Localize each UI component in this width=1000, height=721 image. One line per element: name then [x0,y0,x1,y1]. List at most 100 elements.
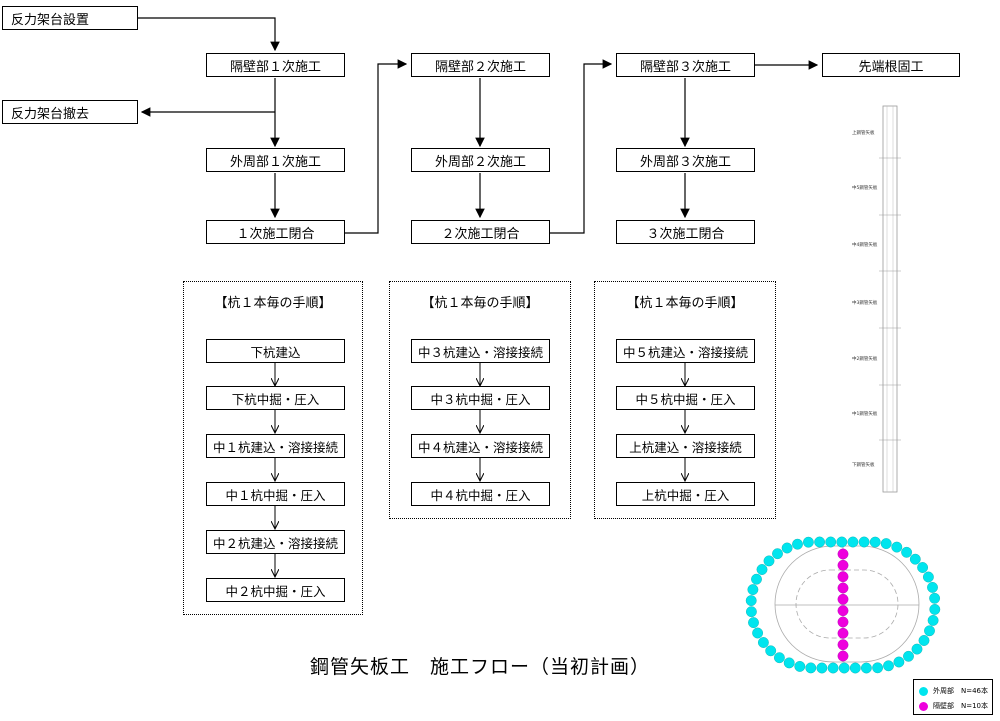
outer-pile [747,584,759,595]
outer-pile [883,660,894,672]
outer-pile [923,571,934,583]
outer-pile [918,635,930,646]
bulkhead-2nd-label: 隔壁部２次施工 [434,59,526,75]
outer-1st-box: 外周部１次施工 [206,148,345,172]
bulkhead-pile [837,639,849,651]
pile-segment-label: 中5鋼管矢板 [852,186,878,191]
closure-2nd-label: ２次施工閉合 [441,226,520,242]
group-2-step: 中４杭中掘・圧入 [411,482,550,506]
pile-procedure-group-2 [389,281,571,519]
outer-pile [763,555,775,567]
closure-3rd-box: ３次施工閉合 [616,220,755,244]
outer-pile [756,564,768,575]
closure-2nd-box: ２次施工閉合 [411,220,550,244]
bulkhead-pile [837,605,849,617]
outer-pile [929,592,940,604]
outer-2nd-label: 外周部２次施工 [434,154,526,170]
group-2-step: 中４杭建込・溶接接続 [411,434,550,458]
outer-1st-label: 外周部１次施工 [229,154,321,170]
pile-segment-label: 中1鋼管矢板 [852,412,878,417]
group-2-step-label: 中３杭建込・溶接接続 [417,344,543,360]
reaction-frame-removal-label: 反力架台撤去 [11,106,90,122]
group-1-step: 下杭中掘・圧入 [206,386,345,410]
reaction-frame-setup-label: 反力架台設置 [11,12,90,28]
group-1-step-label: 中１杭中掘・圧入 [225,487,326,503]
outer-pile [911,643,923,655]
outer-pile [901,546,912,558]
bulkhead-pile [837,559,849,571]
outer-3rd-box: 外周部３次施工 [616,148,755,172]
outer-pile [891,541,903,553]
group-1-step: 中２杭建込・溶接接続 [206,530,345,554]
closure-1st-box: １次施工閉合 [206,220,345,244]
bulkhead-pile [837,650,849,662]
outer-pile [783,657,795,669]
bulkhead-pile [837,616,849,628]
group-3-step: 上杭建込・溶接接続 [616,434,755,458]
pile-segment-label: 中3鋼管矢板 [852,301,878,306]
legend-outer-label: 外周部 N=46本 [933,687,989,695]
pile-segment-label: 中4鋼管矢板 [852,243,878,248]
reaction-frame-setup-box: 反力架台設置 [2,6,138,30]
bulkhead-3rd-box: 隔壁部３次施工 [616,53,755,77]
outer-pile-group [745,536,941,674]
outer-pile [893,656,905,668]
group-1-step: 中１杭中掘・圧入 [206,482,345,506]
outer-pile [746,606,757,618]
outer-pile [917,562,928,573]
group-3-heading: 【杭１本毎の手順】 [626,296,744,311]
group-1-step-label: 中１杭建込・溶接接続 [212,439,338,455]
outer-pile [814,536,825,548]
tip-root-label: 先端根固工 [858,59,924,75]
outer-pile [847,536,859,548]
pile-segment-label: 中2鋼管矢板 [852,357,878,362]
group-2-heading: 【杭１本毎の手順】 [421,296,539,311]
outer-pile [827,662,839,674]
pile-procedure-group-3 [594,281,776,519]
outer-pile [872,662,883,674]
group-3-step-label: 中５杭建込・溶接接続 [622,344,748,360]
group-3-step-label: 上杭建込・溶接接続 [629,439,742,455]
outer-pile [929,604,941,615]
group-3-step-label: 中５杭中掘・圧入 [635,391,736,407]
bulkhead-swatch [919,701,928,711]
group-2-step-label: 中３杭中掘・圧入 [430,391,531,407]
outer-pile [825,536,837,548]
outer-pile [765,645,777,657]
group-1-step: 中１杭建込・溶接接続 [206,434,345,458]
outer-pile [880,538,892,549]
outer-pile [903,650,914,662]
outer-pile [794,661,806,672]
plan-legend: 外周部 N=46本 隔壁部 N=10本 [913,679,993,715]
group-1-step-label: 中２杭中掘・圧入 [225,583,326,599]
group-2-step: 中３杭中掘・圧入 [411,386,550,410]
outer-pile [758,637,769,648]
outer-pile [838,662,850,674]
outer-pile [927,615,939,626]
group-2-step-label: 中４杭建込・溶接接続 [417,439,543,455]
group-1-step: 下杭建込 [206,339,345,363]
legend-outer: 外周部 N=46本 [919,685,988,697]
reaction-frame-removal-box: 反力架台撤去 [2,100,138,124]
outer-pile [772,548,783,560]
group-1-step: 中２杭中掘・圧入 [206,578,345,602]
group-3-step: 中５杭建込・溶接接続 [616,339,755,363]
group-1-step-label: 中２杭建込・溶接接続 [212,535,338,551]
bulkhead-pile [837,582,849,594]
closure-3rd-label: ３次施工閉合 [646,226,725,242]
outer-pile [781,542,793,554]
outer-pile [836,536,848,548]
outer-pile [861,662,872,674]
outer-pile [751,573,762,585]
outer-swatch [919,686,928,696]
bulkhead-pile-group [837,548,849,662]
group-2-step-label: 中４杭中掘・圧入 [430,487,531,503]
outer-pile [774,652,785,664]
tip-root-box: 先端根固工 [822,53,960,77]
outer-pile [803,536,814,548]
group-3-step: 中５杭中掘・圧入 [616,386,755,410]
group-1-step-label: 下杭中掘・圧入 [231,391,320,407]
group-1-step-label: 下杭建込 [250,344,301,360]
